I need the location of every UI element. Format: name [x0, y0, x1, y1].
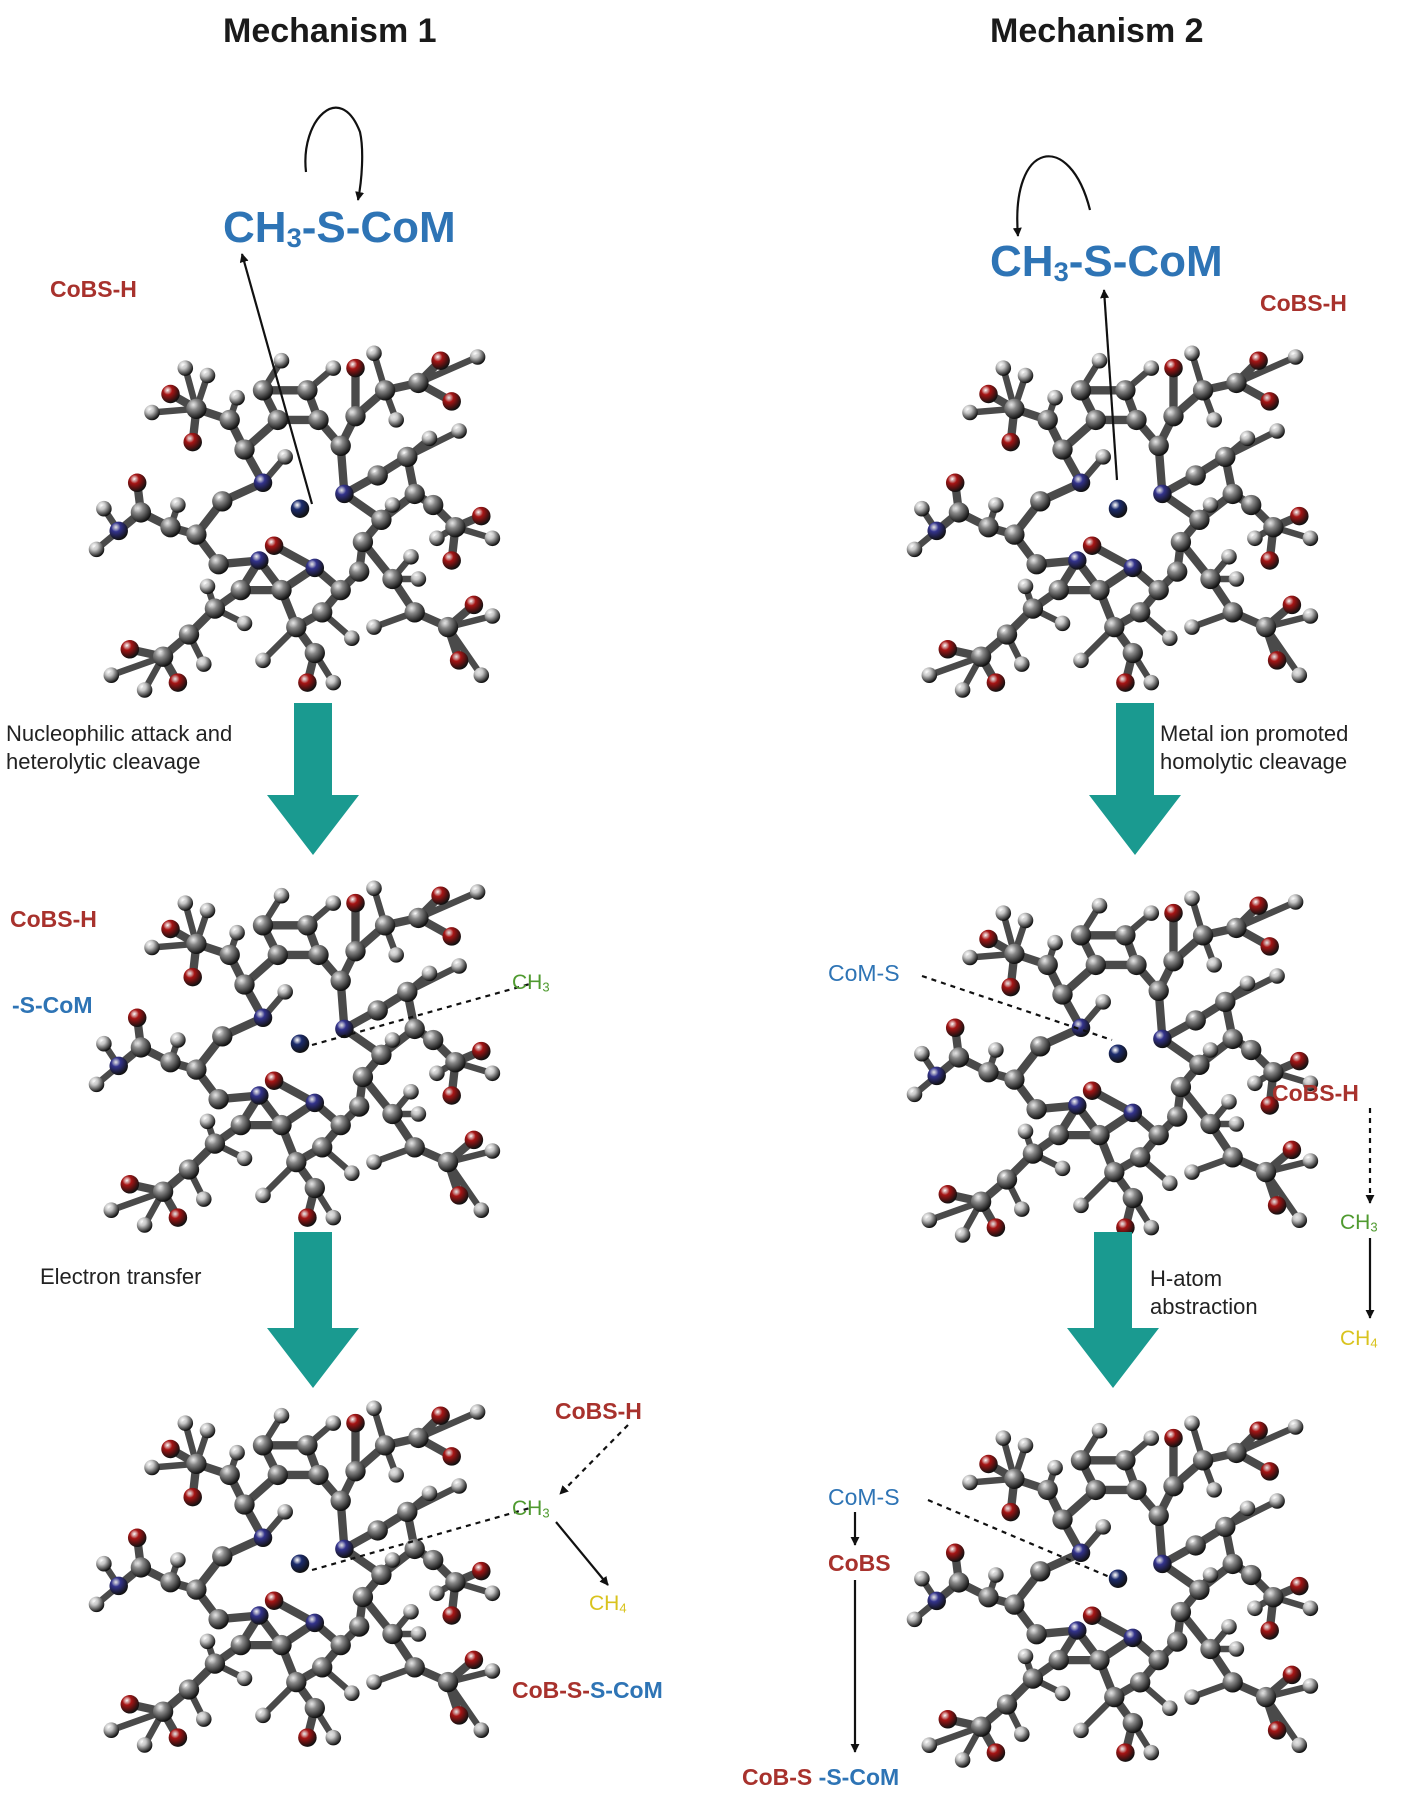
m2-product-b: -S-CoM: [818, 1764, 900, 1790]
m2-mid-ch4-sub: 4: [1370, 1335, 1378, 1351]
m1-product-b: S-CoM: [589, 1677, 663, 1703]
molecule-bonds: [911, 1420, 1314, 1764]
molecule-bonds: [93, 885, 496, 1229]
m2-bot-product: CoB-S -S-CoM: [742, 1766, 899, 1789]
m1-top-attack-arrow: [239, 253, 314, 505]
m1-product-a: CoB-S-: [512, 1677, 590, 1703]
molecule-bonds: [93, 1405, 496, 1749]
mechanism-2-title: Mechanism 2: [990, 12, 1204, 50]
mechanism-1-title: Mechanism 1: [223, 12, 437, 50]
m1-substrate-sub: 3: [286, 221, 302, 253]
molecule-atoms: [88, 345, 501, 698]
m1-mid-cobsh: CoBS-H: [10, 906, 97, 932]
process-arrow-m1-step1: [267, 703, 359, 855]
m1-mid-ch3: CH3: [512, 972, 550, 993]
m2-bot-cobs: CoBS: [828, 1550, 891, 1576]
m2-mid-cobsh: CoBS-H: [1272, 1080, 1359, 1106]
molecule-m2-bot: [906, 1415, 1319, 1768]
m2-top-attack-arrow: [1100, 289, 1119, 481]
m2-mid-ch3-sub: 3: [1370, 1219, 1378, 1235]
process-arrow-m2-step1: [1089, 703, 1181, 855]
m1-bot-ch4: CH4: [589, 1593, 627, 1614]
molecule-m2-top: [906, 345, 1319, 698]
molecule-m2-mid: [906, 890, 1319, 1243]
m1-bot-ch4-pre: CH: [589, 1592, 620, 1615]
m1-bot-ch4-sub: 4: [619, 1600, 627, 1616]
process-arrow-m1-step2: [267, 1232, 359, 1388]
m1-bot-ch3-sub: 3: [542, 1505, 550, 1521]
m2-step2-label: H-atom abstraction: [1150, 1265, 1258, 1320]
m2-substrate-sub: 3: [1053, 255, 1069, 287]
m1-mid-ch3-sub: 3: [542, 979, 550, 995]
m2-mid-ch3: CH3: [1340, 1212, 1378, 1233]
m1-bot-ch4-arrow: [555, 1521, 609, 1586]
process-arrow-m2-step2: [1067, 1232, 1159, 1388]
molecule-atoms: [906, 345, 1319, 698]
molecule-m1-bot: [88, 1400, 501, 1753]
m2-mid-coms-dotted-bond: [921, 974, 1113, 1042]
m2-product-a: CoB-S: [742, 1764, 819, 1790]
m1-bot-cobsh: CoBS-H: [555, 1398, 642, 1424]
molecule-bonds: [911, 895, 1314, 1239]
m2-top-cobsh: CoBS-H: [1260, 290, 1347, 316]
molecule-atoms: [88, 1400, 501, 1753]
molecule-atoms: [88, 880, 501, 1233]
m1-bot-product: CoB-S-S-CoM: [512, 1679, 663, 1702]
m1-mid-ch3-dotted-bond: [311, 982, 531, 1047]
m1-bot-ch3: CH3: [512, 1498, 550, 1519]
molecule-atoms: [906, 890, 1319, 1243]
m1-mid-ch3-pre: CH: [512, 971, 543, 994]
m2-bot-coms-dotted-bond: [927, 1498, 1113, 1580]
m2-step1-line1: Metal ion promoted: [1160, 721, 1349, 746]
molecule-atoms: [906, 1415, 1319, 1768]
m1-step1-line2: heterolytic cleavage: [6, 748, 201, 774]
m1-substrate-pre: CH: [223, 203, 287, 252]
molecule-m1-mid: [88, 880, 501, 1233]
m2-substrate-post: -S-CoM: [1068, 237, 1223, 286]
m2-step2-line2: abstraction: [1150, 1293, 1258, 1319]
m1-step2-label: Electron transfer: [40, 1263, 201, 1291]
m1-top-cobsh: CoBS-H: [50, 276, 137, 302]
molecule-m1-top: [88, 345, 501, 698]
m1-step1-label: Nucleophilic attack and heterolytic clea…: [6, 720, 232, 775]
m2-step1-line2: homolytic cleavage: [1160, 748, 1348, 774]
m2-substrate-label: CH3-S-CoM: [990, 237, 1223, 287]
m2-mid-ch4-pre: CH: [1340, 1327, 1371, 1350]
molecule-bonds: [93, 350, 496, 694]
m2-mid-ch4: CH4: [1340, 1328, 1378, 1349]
m1-step1-line1: Nucleophilic attack and: [6, 721, 233, 746]
m2-step2-line1: H-atom: [1150, 1266, 1223, 1291]
m1-step2-line1: Electron transfer: [40, 1264, 202, 1289]
m2-substrate-pre: CH: [990, 237, 1054, 286]
m2-bot-coms: CoM-S: [828, 1484, 900, 1510]
m2-mid-coms: CoM-S: [828, 960, 900, 986]
m1-substrate-post: -S-CoM: [301, 203, 456, 252]
m1-bot-ch3-pre: CH: [512, 1497, 543, 1520]
m1-top-curved-arrow: [304, 106, 364, 201]
m2-step1-label: Metal ion promoted homolytic cleavage: [1160, 720, 1348, 775]
m1-mid-scom: -S-CoM: [12, 992, 93, 1018]
m2-mid-ch3-pre: CH: [1340, 1211, 1371, 1234]
m1-bot-ch3-dotted-bond: [311, 1506, 531, 1572]
m1-bot-cobsh-dotted-arrow: [559, 1424, 629, 1495]
m1-substrate-label: CH3-S-CoM: [223, 203, 456, 253]
m2-top-curved-arrow: [1012, 155, 1092, 237]
